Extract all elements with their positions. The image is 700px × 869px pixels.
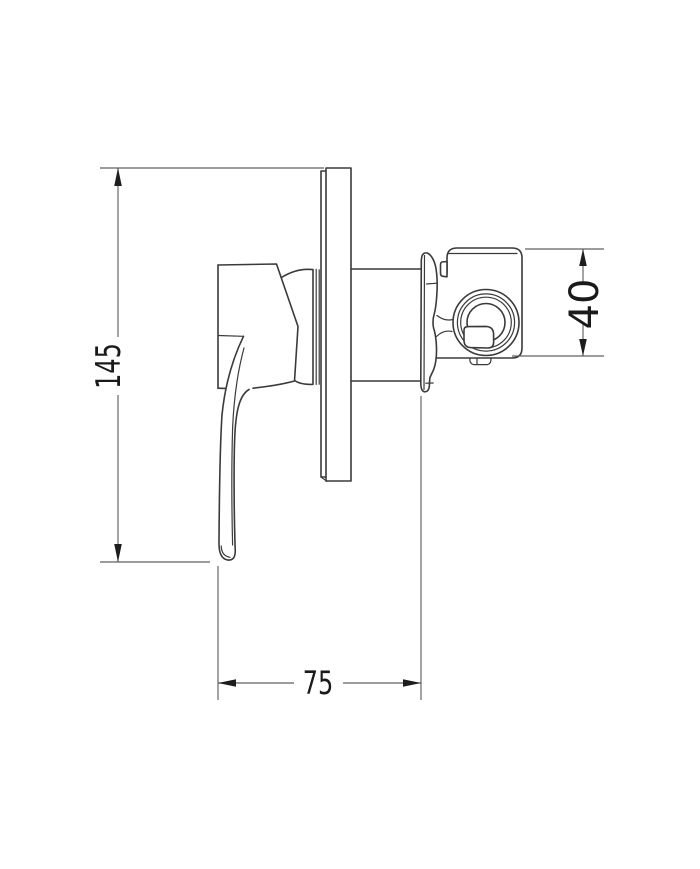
- wall-plate-body: [325, 167, 352, 482]
- lever-outline: [218, 335, 250, 561]
- dim145-arrow-down: [114, 544, 122, 562]
- trim-flange: [420, 252, 454, 393]
- dim75-arrow-left: [218, 679, 236, 687]
- flange-profile: [420, 252, 438, 393]
- neck-curve-top: [436, 314, 454, 321]
- handle-body-outline: [217, 263, 299, 389]
- port-inner-square: [463, 325, 495, 349]
- mixer-drawing: [217, 167, 523, 561]
- dim40-arrow-down: [579, 339, 587, 356]
- dimension-75: 75: [217, 396, 422, 702]
- outlet-port: [452, 288, 520, 357]
- dim40-label: 40: [562, 279, 608, 330]
- dimension-40: 40: [512, 248, 608, 357]
- neck-curve-bottom: [435, 330, 453, 338]
- dim145-arrow-up: [114, 168, 122, 186]
- lever-tip-curl: [220, 545, 231, 558]
- wall-plate-bottom-bevel: [320, 476, 328, 482]
- dim75-label: 75: [303, 664, 334, 702]
- flange-inner-line: [423, 254, 426, 391]
- connector-sleeve: [350, 268, 422, 382]
- valve-body-bottom-tab: [469, 357, 492, 366]
- valve-body-boss: [439, 260, 448, 278]
- flange-tick-top: [425, 282, 438, 285]
- dim145-label: 145: [89, 343, 128, 389]
- wall-plate: [320, 167, 352, 482]
- lever-inner-line: [231, 347, 245, 546]
- dim75-arrow-right: [403, 679, 421, 687]
- dimension-145: 145: [89, 167, 324, 563]
- port-ring-2: [456, 293, 516, 352]
- handle-notch-line: [217, 334, 245, 337]
- handle-lever: [218, 335, 254, 561]
- dim40-arrow-up: [579, 249, 587, 266]
